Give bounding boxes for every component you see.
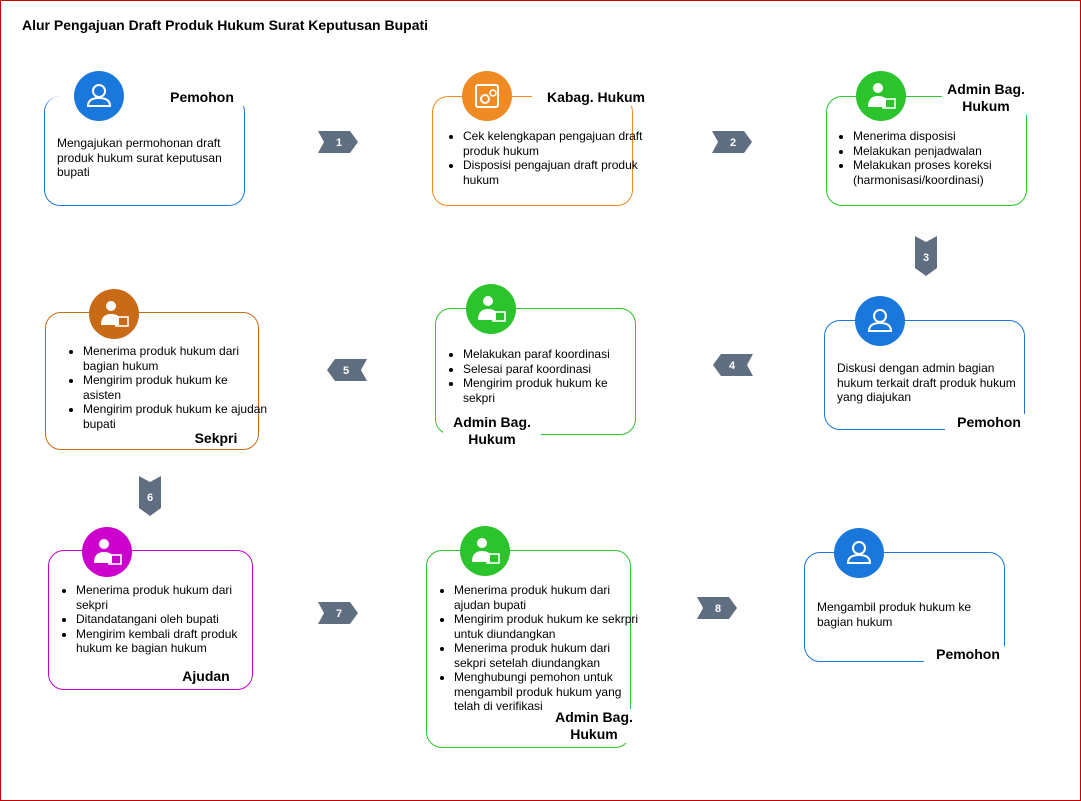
arrow-number: 4 bbox=[729, 360, 736, 372]
task-item: Melakukan penjadwalan bbox=[853, 144, 1038, 159]
step-role-label: Pemohon bbox=[924, 646, 1012, 663]
arrow-number: 7 bbox=[336, 608, 342, 620]
step-card-sekpri bbox=[45, 312, 259, 450]
arrow-number: 3 bbox=[923, 252, 929, 264]
step-role-label: Pemohon bbox=[158, 89, 246, 106]
person-icon bbox=[834, 528, 884, 578]
worker-briefcase-icon bbox=[460, 526, 510, 576]
task-item: Menerima produk hukum dari bagian hukum bbox=[83, 344, 268, 373]
step-card-admin-bag-hukum-2 bbox=[435, 308, 636, 435]
step-task-list: Menerima disposisi Melakukan penjadwalan… bbox=[835, 129, 1038, 187]
task-item: Mengirim produk hukum ke sekpri bbox=[463, 376, 643, 405]
step-card-pemohon-3 bbox=[804, 552, 1005, 662]
task-item: Menghubungi pemohon untuk mengambil prod… bbox=[454, 670, 644, 714]
arrow-number: 2 bbox=[730, 137, 736, 149]
person-icon bbox=[855, 296, 905, 346]
flow-arrow-down: 6 bbox=[139, 476, 161, 516]
flow-arrow-right: 7 bbox=[318, 602, 358, 624]
step-role-label: Kabag. Hukum bbox=[532, 89, 660, 106]
step-description: Mengambil produk hukum ke bagian hukum bbox=[817, 600, 972, 629]
step-card-ajudan bbox=[48, 550, 253, 690]
worker-briefcase-icon bbox=[89, 289, 139, 339]
flow-arrow-right: 1 bbox=[318, 131, 358, 153]
diagram-title: Alur Pengajuan Draft Produk Hukum Surat … bbox=[22, 17, 429, 33]
step-role-label: Admin Bag. Hukum bbox=[942, 81, 1030, 115]
worker-briefcase-icon bbox=[466, 284, 516, 334]
step-card-pemohon-2 bbox=[824, 320, 1025, 430]
flow-arrow-down: 3 bbox=[915, 236, 937, 276]
task-item: Melakukan proses koreksi (harmonisasi/ko… bbox=[853, 158, 1038, 187]
task-item: Selesai paraf koordinasi bbox=[463, 362, 643, 377]
task-item: Mengirim produk hukum ke sekrpri untuk d… bbox=[454, 612, 644, 641]
task-item: Mengirim produk hukum ke asisten bbox=[83, 373, 268, 402]
flow-arrow-right: 8 bbox=[697, 597, 737, 619]
step-role-label: Admin Bag. Hukum bbox=[443, 414, 541, 448]
step-task-list: Menerima produk hukum dari sekpri Ditand… bbox=[58, 583, 266, 656]
step-description: Diskusi dengan admin bagian hukum terkai… bbox=[837, 361, 1016, 404]
step-role-label: Ajudan bbox=[172, 668, 240, 685]
step-role-label: Admin Bag. Hukum bbox=[545, 709, 643, 743]
step-description: Mengajukan permohonan draft produk hukum… bbox=[57, 136, 222, 179]
task-item: Melakukan paraf koordinasi bbox=[463, 347, 643, 362]
step-task-list: Cek kelengkapan pengajuan draft produk h… bbox=[445, 129, 643, 187]
task-item: Menerima produk hukum dari sekpri setela… bbox=[454, 641, 644, 670]
task-item: Menerima produk hukum dari sekpri bbox=[76, 583, 266, 612]
flow-arrow-left: 5 bbox=[327, 359, 367, 381]
person-icon bbox=[74, 71, 124, 121]
task-item: Mengirim kembali draft produk hukum ke b… bbox=[76, 627, 266, 656]
step-task-list: Menerima produk hukum dari bagian hukum … bbox=[65, 344, 268, 431]
step-card-kabag-hukum bbox=[432, 96, 633, 206]
step-task-list: Menerima produk hukum dari ajudan bupati… bbox=[436, 583, 644, 714]
flow-arrow-left: 4 bbox=[713, 354, 753, 376]
step-role-label: Sekpri bbox=[182, 430, 250, 447]
arrow-number: 8 bbox=[715, 603, 721, 615]
task-item: Menerima disposisi bbox=[853, 129, 1038, 144]
flow-arrow-right: 2 bbox=[712, 131, 752, 153]
worker-briefcase-icon bbox=[82, 527, 132, 577]
arrow-number: 6 bbox=[147, 492, 153, 504]
step-card-pemohon-1 bbox=[44, 96, 245, 206]
gear-document-icon bbox=[462, 71, 512, 121]
task-item: Cek kelengkapan pengajuan draft produk h… bbox=[463, 129, 643, 158]
worker-briefcase-icon bbox=[856, 71, 906, 121]
task-item: Ditandatangani oleh bupati bbox=[76, 612, 266, 627]
task-item: Mengirim produk hukum ke ajudan bupati bbox=[83, 402, 268, 431]
step-role-label: Pemohon bbox=[945, 414, 1033, 431]
arrow-number: 5 bbox=[343, 365, 349, 377]
task-item: Disposisi pengajuan draft produk hukum bbox=[463, 158, 643, 187]
task-item: Menerima produk hukum dari ajudan bupati bbox=[454, 583, 644, 612]
arrow-number: 1 bbox=[336, 137, 342, 149]
step-task-list: Melakukan paraf koordinasi Selesai paraf… bbox=[445, 347, 643, 405]
